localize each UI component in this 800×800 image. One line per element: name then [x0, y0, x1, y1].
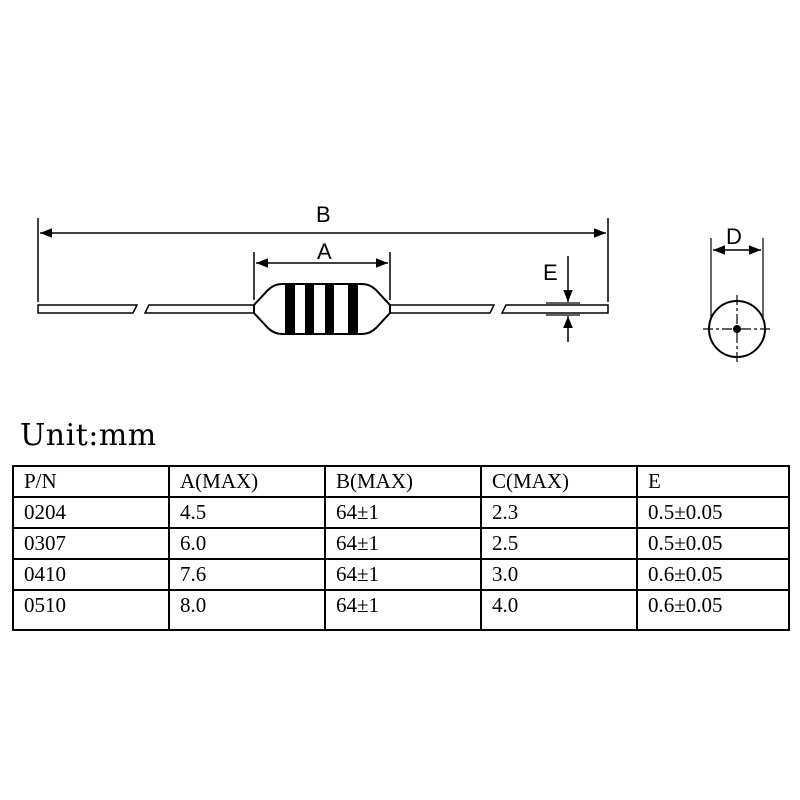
color-band-1 [285, 285, 295, 333]
b-label: B [316, 202, 331, 227]
cell-e: 0.6±0.05 [636, 558, 790, 591]
cell-a-max: 7.6 [168, 558, 326, 591]
unit-heading: Unit:mm [20, 418, 157, 453]
cell-pn: 0510 [12, 589, 170, 631]
table-row: 0307 6.0 64±1 2.5 0.5±0.05 [12, 527, 790, 560]
cell-e: 0.5±0.05 [636, 527, 790, 560]
resistor-dimension-drawing: B A E D [37, 202, 771, 363]
d-label: D [726, 224, 742, 249]
header-e: E [636, 465, 790, 498]
cell-c-max: 2.3 [480, 496, 638, 529]
cell-a-max: 8.0 [168, 589, 326, 631]
cell-e: 0.5±0.05 [636, 496, 790, 529]
cell-a-max: 4.5 [168, 496, 326, 529]
cell-pn: 0307 [12, 527, 170, 560]
table-row: 0410 7.6 64±1 3.0 0.6±0.05 [12, 558, 790, 591]
header-b-max: B(MAX) [324, 465, 482, 498]
lead-left-outer [37, 304, 139, 314]
dimension-table: P/N A(MAX) B(MAX) C(MAX) E 0204 4.5 64±1… [12, 465, 790, 631]
color-band-2 [305, 285, 314, 333]
cell-b-max: 64±1 [324, 496, 482, 529]
resistor-body [253, 283, 391, 335]
cell-pn: 0204 [12, 496, 170, 529]
table-row: 0204 4.5 64±1 2.3 0.5±0.05 [12, 496, 790, 529]
color-band-3 [325, 285, 334, 333]
cell-b-max: 64±1 [324, 527, 482, 560]
e-label: E [543, 260, 558, 285]
cell-c-max: 3.0 [480, 558, 638, 591]
header-a-max: A(MAX) [168, 465, 326, 498]
table-row: 0510 8.0 64±1 4.0 0.6±0.05 [12, 589, 790, 631]
header-c-max: C(MAX) [480, 465, 638, 498]
cell-e: 0.6±0.05 [636, 589, 790, 631]
cell-b-max: 64±1 [324, 589, 482, 631]
cell-c-max: 4.0 [480, 589, 638, 631]
color-band-4 [348, 285, 358, 333]
cell-c-max: 2.5 [480, 527, 638, 560]
cell-a-max: 6.0 [168, 527, 326, 560]
cell-pn: 0410 [12, 558, 170, 591]
cell-b-max: 64±1 [324, 558, 482, 591]
lead-right-inner [389, 304, 496, 314]
a-label: A [317, 239, 332, 264]
lead-right-outer [500, 304, 609, 314]
lead-left-inner [143, 304, 255, 314]
header-pn: P/N [12, 465, 170, 498]
end-view-lead-dot [733, 325, 741, 333]
table-header-row: P/N A(MAX) B(MAX) C(MAX) E [12, 465, 790, 498]
